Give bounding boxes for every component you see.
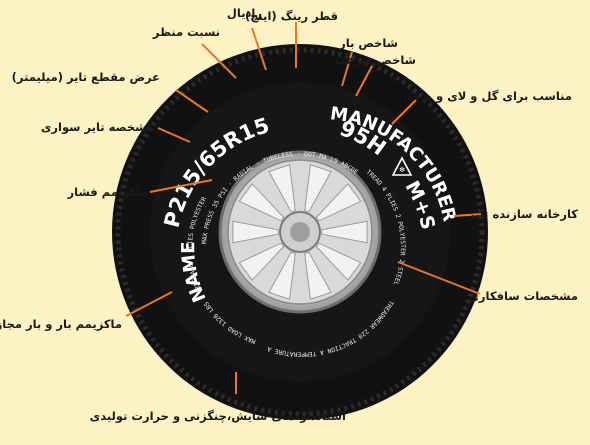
label-aspect-ratio: نسبت منظر [152, 25, 220, 39]
hub-cap [290, 222, 310, 242]
label-manufacturer: کارخانه سازنده تایر [467, 207, 578, 221]
label-speed-index: شاخص سرعت [334, 53, 416, 67]
label-load-index: شاخص بار [338, 36, 398, 50]
label-standards: استانداردهای سایش،چنگزنی و حرارت تولیدی [90, 409, 346, 424]
label-passenger-tire: مشخصه تایر سواری [41, 120, 154, 135]
svg-text:✻: ✻ [399, 166, 405, 174]
label-build-specs: مشخصات سافکاری [468, 289, 578, 303]
label-radial: رادیال [227, 6, 262, 20]
label-max-load: ماکزیمم بار و بار مجاز [0, 317, 122, 332]
label-mud-snow: مناسب برای گل و لای و برف [407, 89, 572, 104]
label-section-width: عرض مقطع تایر (میلیمتر) [12, 70, 160, 84]
label-max-pressure: ماکزیمم فشار [67, 185, 149, 199]
